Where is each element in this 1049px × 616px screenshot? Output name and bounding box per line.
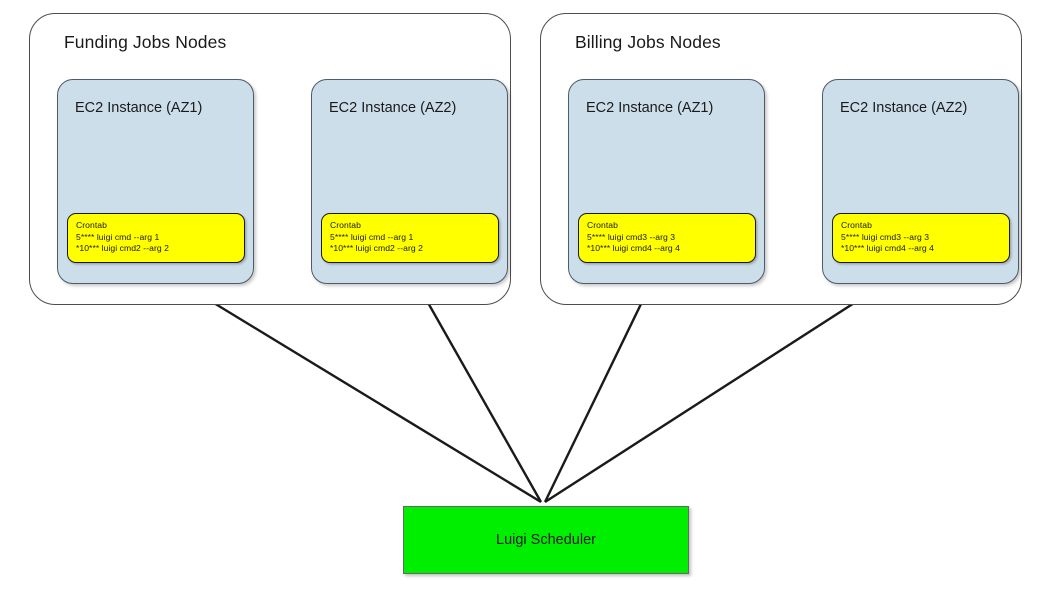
group-title: Funding Jobs Nodes: [64, 32, 227, 52]
crontab-box: Crontab 5**** luigi cmd --arg 1 *10*** l…: [321, 213, 499, 263]
crontab-box: Crontab 5**** luigi cmd3 --arg 3 *10*** …: [578, 213, 756, 263]
luigi-scheduler-node: Luigi Scheduler: [403, 506, 689, 574]
crontab-heading: Crontab: [587, 220, 618, 231]
arrow-scheduler-to-funding-az2: [408, 270, 543, 503]
crontab-box: Crontab 5**** luigi cmd3 --arg 3 *10*** …: [832, 213, 1010, 263]
crontab-line: 5**** luigi cmd --arg 1: [76, 231, 160, 242]
ec2-instance-funding-az2: EC2 Instance (AZ2) Crontab 5**** luigi c…: [311, 79, 508, 284]
ec2-instance-funding-az1: EC2 Instance (AZ1) Crontab 5**** luigi c…: [57, 79, 254, 284]
crontab-heading: Crontab: [841, 220, 872, 231]
ec2-instance-title: EC2 Instance (AZ1): [75, 100, 203, 116]
arrow-scheduler-to-billing-az1: [543, 270, 659, 503]
crontab-box: Crontab 5**** luigi cmd --arg 1 *10*** l…: [67, 213, 245, 263]
crontab-line: *10*** luigi cmd2 --arg 2: [76, 243, 169, 254]
crontab-line: 5**** luigi cmd3 --arg 3: [841, 231, 930, 242]
group-billing-jobs-nodes: Billing Jobs Nodes EC2 Instance (AZ1) Cr…: [540, 13, 1022, 305]
crontab-line: 5**** luigi cmd --arg 1: [330, 231, 414, 242]
luigi-scheduler-label: Luigi Scheduler: [496, 532, 596, 548]
crontab-line: *10*** luigi cmd4 --arg 4: [587, 243, 680, 254]
ec2-instance-billing-az2: EC2 Instance (AZ2) Crontab 5**** luigi c…: [822, 79, 1019, 284]
ec2-instance-billing-az1: EC2 Instance (AZ1) Crontab 5**** luigi c…: [568, 79, 765, 284]
ec2-instance-title: EC2 Instance (AZ1): [586, 100, 714, 116]
crontab-line: 5**** luigi cmd3 --arg 3: [587, 231, 676, 242]
group-title: Billing Jobs Nodes: [575, 32, 721, 52]
crontab-line: *10*** luigi cmd4 --arg 4: [841, 243, 934, 254]
crontab-line: *10*** luigi cmd2 --arg 2: [330, 243, 423, 254]
group-funding-jobs-nodes: Funding Jobs Nodes EC2 Instance (AZ1) Cr…: [29, 13, 511, 305]
crontab-heading: Crontab: [76, 220, 107, 231]
ec2-instance-title: EC2 Instance (AZ2): [329, 100, 457, 116]
crontab-heading: Crontab: [330, 220, 361, 231]
ec2-instance-title: EC2 Instance (AZ2): [840, 100, 968, 116]
